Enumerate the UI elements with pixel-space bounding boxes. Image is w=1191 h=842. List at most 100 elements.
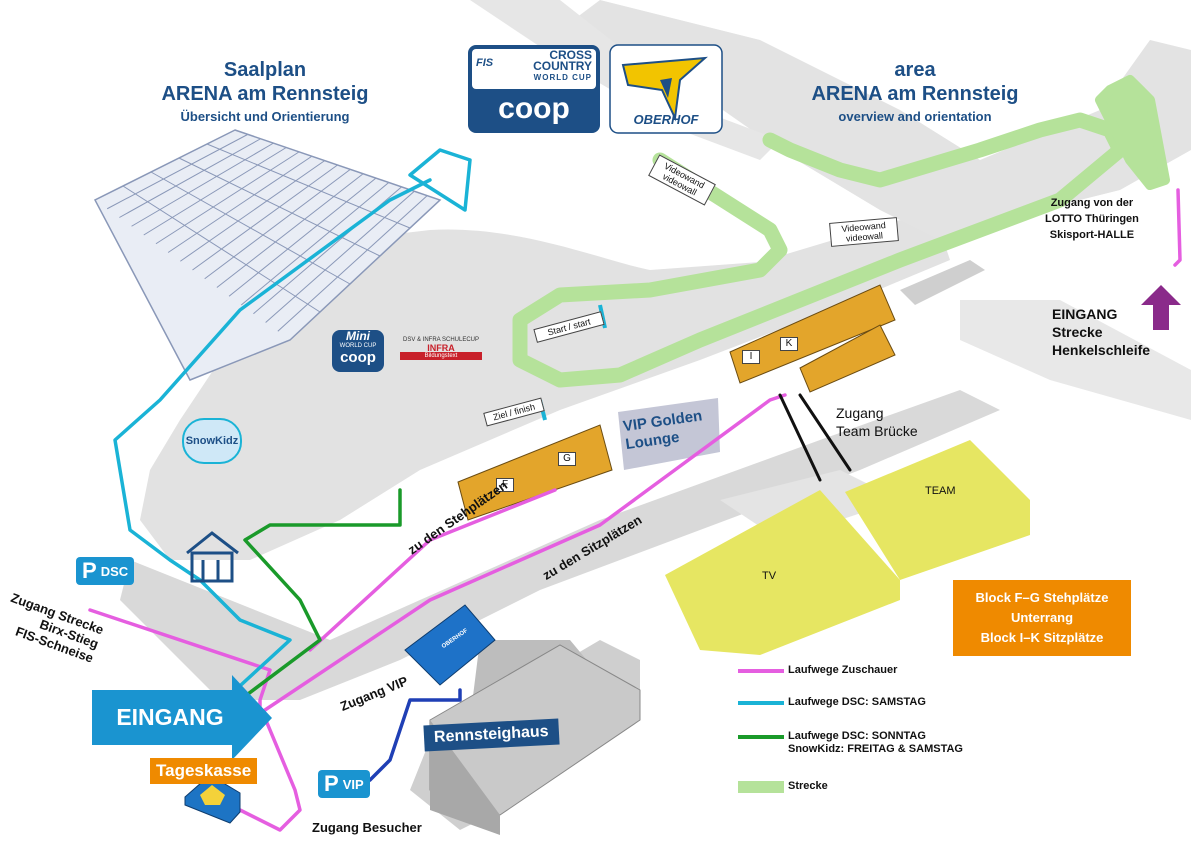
title-right-line1: area bbox=[894, 59, 936, 81]
bridge-line-2 bbox=[798, 393, 852, 472]
grid-line bbox=[150, 171, 351, 285]
grid-line bbox=[178, 157, 381, 257]
mini-logo-top: Mini bbox=[346, 329, 370, 343]
title-left-sub: Übersicht und Orientierung bbox=[180, 109, 350, 124]
fis-line1: CROSS bbox=[549, 48, 592, 62]
vip-building bbox=[404, 604, 496, 686]
stands bbox=[457, 284, 896, 521]
tageskasse-label: Tageskasse bbox=[150, 758, 258, 784]
grid-line bbox=[265, 190, 415, 323]
title-left-line1: Saalplan bbox=[223, 59, 307, 81]
grid-line bbox=[206, 143, 411, 229]
title-right-line2: ARENA am Rennsteig bbox=[811, 83, 1019, 105]
grid-line bbox=[106, 133, 249, 210]
mini-coop-logo: Mini WORLD CUP coop bbox=[332, 330, 384, 372]
tv-label: TV bbox=[762, 570, 777, 582]
zugang-team-bruecke-label: Zugang Team Brücke bbox=[836, 405, 918, 439]
dsv-logo-brand: INFRA bbox=[427, 343, 455, 353]
dsv-logo-top: DSV & INFRA SCHULECUP bbox=[402, 337, 480, 343]
fis-coop-logo-graphic bbox=[468, 45, 600, 133]
media-fields bbox=[665, 440, 1030, 655]
path-spectators-hall bbox=[1173, 188, 1182, 267]
bridge-line-1 bbox=[778, 393, 822, 482]
coop-logo-text: coop bbox=[498, 92, 570, 125]
fis-line3: WORLD CUP bbox=[533, 73, 592, 82]
grid-line bbox=[192, 164, 338, 271]
zugang-besucher-label: Zugang Besucher bbox=[312, 820, 422, 835]
parking-vip-letter: P bbox=[324, 771, 339, 796]
mini-logo-mid: WORLD CUP bbox=[339, 343, 377, 349]
info-line2: Unterrang bbox=[1010, 610, 1074, 625]
grandstand-grid bbox=[93, 129, 442, 381]
vip-lounge-box bbox=[618, 398, 720, 470]
parking-vip-text: VIP bbox=[342, 776, 364, 792]
grid-line bbox=[277, 195, 428, 332]
team-label: TEAM bbox=[925, 485, 956, 497]
tageskasse-icon bbox=[184, 774, 241, 824]
legend-label: Laufwege DSC: SAMSTAG bbox=[788, 696, 926, 708]
fis-line2: COUNTRY bbox=[533, 59, 592, 73]
title-right-sub: overview and orientation bbox=[838, 109, 992, 124]
path-spectators-standing bbox=[308, 488, 557, 652]
grid-line bbox=[131, 142, 274, 227]
title-right: area ARENA am Rennsteig overview and ori… bbox=[770, 58, 1060, 128]
info-line3: Block I–K Sitzplätze bbox=[980, 630, 1104, 645]
snowkidz-logo: SnowKidz bbox=[182, 418, 242, 464]
oberhof-logo-text: OBERHOF bbox=[633, 112, 699, 127]
oberhof-logo-graphic bbox=[609, 44, 723, 134]
grid-line bbox=[122, 185, 321, 313]
block-info-box: Block F–G Stehplätze Unterrang Block I–K… bbox=[953, 580, 1131, 656]
parking-dsc-text: DSC bbox=[100, 563, 129, 579]
grid-line bbox=[240, 182, 390, 306]
title-left-line2: ARENA am Rennsteig bbox=[161, 83, 369, 105]
block-f-label: F bbox=[496, 478, 514, 492]
eingang-arrow-shape bbox=[92, 675, 272, 760]
legend-item: Strecke bbox=[738, 780, 828, 793]
grid-line bbox=[155, 151, 300, 245]
grid-line bbox=[180, 160, 325, 262]
grid-line bbox=[119, 138, 261, 218]
eingang-main-label: EINGANG bbox=[116, 704, 224, 730]
dsv-logo-bottom: Bildungstext bbox=[400, 352, 482, 360]
legend-item: Laufwege DSC: SAMSTAG bbox=[738, 696, 926, 709]
grid-line bbox=[204, 168, 351, 280]
legend-swatch bbox=[738, 700, 784, 705]
parking-dsc-letter: P bbox=[82, 558, 97, 583]
legend-swatch bbox=[738, 668, 784, 673]
legend-swatch bbox=[738, 780, 784, 793]
path-spectators-seats bbox=[263, 393, 787, 712]
fis-brand: FIS bbox=[476, 57, 494, 69]
path-vip bbox=[368, 688, 462, 782]
path-dsc-saturday-arrow bbox=[408, 148, 472, 212]
block-i-label: I bbox=[742, 350, 760, 364]
legend-label: Laufwege DSC: SONNTAG SnowKidz: FREITAG … bbox=[788, 730, 963, 755]
parking-vip-sign: P VIP bbox=[318, 770, 370, 798]
path-spectators-entry bbox=[238, 716, 302, 832]
grid-line bbox=[216, 173, 364, 288]
grid-line bbox=[167, 155, 313, 253]
up-arrow-icon bbox=[1141, 285, 1181, 330]
legend-item: Laufwege Zuschauer bbox=[738, 664, 897, 677]
grid-line bbox=[143, 147, 287, 236]
tv-field bbox=[665, 490, 900, 655]
parking-dsc-sign: P DSC bbox=[76, 557, 135, 585]
dsv-logo: DSV & INFRA SCHULECUP INFRA Bildungstext bbox=[400, 336, 482, 360]
legend-swatch bbox=[738, 735, 784, 739]
block-k-label: K bbox=[780, 337, 798, 351]
grid-line bbox=[228, 177, 377, 297]
legend-item: Laufwege DSC: SONNTAG SnowKidz: FREITAG … bbox=[738, 730, 963, 756]
path-dsc-sunday bbox=[238, 488, 402, 702]
path-dsc-saturday bbox=[113, 178, 432, 697]
ski-track bbox=[512, 75, 1170, 388]
info-line1: Block F–G Stehplätze bbox=[975, 590, 1109, 605]
restaurant-icon bbox=[186, 531, 239, 583]
title-left: Saalplan ARENA am Rennsteig Übersicht un… bbox=[120, 58, 410, 128]
mini-logo-coop: coop bbox=[340, 349, 376, 366]
zugang-lotto-label: Zugang von der LOTTO Thüringen Skisport-… bbox=[1045, 197, 1139, 241]
legend-label: Laufwege Zuschauer bbox=[788, 664, 898, 676]
team-field bbox=[845, 440, 1030, 580]
legend-label: Strecke bbox=[788, 780, 828, 792]
path-spectators-west bbox=[88, 608, 272, 712]
